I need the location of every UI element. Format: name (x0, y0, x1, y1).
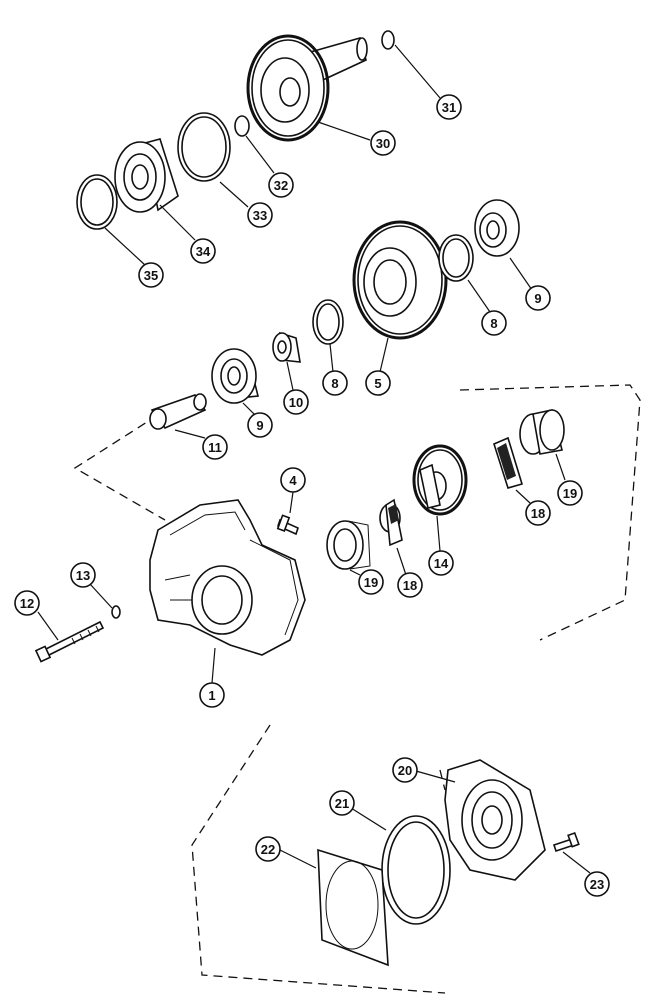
svg-text:31: 31 (442, 100, 456, 115)
callout-23: 23 (584, 871, 610, 897)
washer-13 (111, 605, 121, 619)
callout-31: 31 (436, 94, 462, 120)
upper-assembly-boundary (73, 384, 641, 641)
snap-ring-35 (76, 174, 118, 230)
svg-text:11: 11 (208, 440, 222, 455)
svg-text:23: 23 (590, 877, 604, 892)
bolt-4 (276, 514, 299, 536)
callout-5: 5 (365, 370, 391, 396)
spacer-10 (272, 331, 301, 363)
callout-8-center: 8 (322, 370, 348, 396)
bearing-cup-19-right (519, 409, 565, 455)
svg-text:18: 18 (403, 578, 417, 593)
screw-23 (552, 831, 580, 853)
svg-text:13: 13 (76, 568, 90, 583)
svg-text:14: 14 (434, 556, 449, 571)
callout-13: 13 (70, 562, 96, 588)
callout-9-left: 9 (247, 412, 273, 438)
gear-14 (412, 444, 468, 516)
svg-text:30: 30 (376, 136, 390, 151)
bearing-9-right (474, 199, 520, 257)
gear-shaft-30 (246, 34, 368, 142)
svg-text:33: 33 (253, 208, 267, 223)
bearing-cup-19-left (326, 520, 371, 570)
svg-text:5: 5 (374, 376, 381, 391)
lower-assembly-boundary (191, 724, 446, 994)
callout-1: 1 (199, 682, 225, 708)
callout-32: 32 (268, 172, 294, 198)
callout-21: 21 (329, 790, 355, 816)
callout-18-left: 18 (397, 572, 423, 598)
svg-text:21: 21 (335, 796, 349, 811)
callout-18-right: 18 (525, 500, 551, 526)
callout-22: 22 (255, 836, 281, 862)
ring-31 (381, 30, 395, 50)
callout-14: 14 (428, 550, 454, 576)
svg-text:32: 32 (274, 178, 288, 193)
bolt-12 (34, 620, 105, 663)
shaft-11 (149, 393, 207, 430)
callout-20: 20 (392, 757, 418, 783)
callout-19-right: 19 (557, 480, 583, 506)
washer-32 (234, 115, 250, 137)
svg-text:8: 8 (331, 376, 338, 391)
svg-text:35: 35 (144, 268, 158, 283)
snap-ring-8-center (312, 299, 344, 345)
callout-11: 11 (202, 434, 228, 460)
svg-text:9: 9 (256, 418, 263, 433)
callout-19-left: 19 (358, 569, 384, 595)
callout-4: 4 (280, 467, 306, 493)
svg-text:34: 34 (196, 244, 211, 259)
svg-text:10: 10 (289, 395, 303, 410)
bearing-cone-18-left (379, 498, 403, 547)
gear-5 (352, 220, 448, 340)
callout-33: 33 (247, 202, 273, 228)
svg-text:1: 1 (208, 688, 215, 703)
callout-34: 34 (190, 238, 216, 264)
housing-1 (149, 499, 306, 656)
svg-text:12: 12 (20, 596, 34, 611)
callout-35: 35 (138, 262, 164, 288)
callout-9-right: 9 (525, 285, 551, 311)
svg-text:18: 18 (531, 506, 545, 521)
svg-text:19: 19 (364, 575, 378, 590)
snap-ring-8-right (438, 234, 474, 282)
callout-30: 30 (370, 130, 396, 156)
snap-ring-33 (177, 112, 231, 182)
callout-10: 10 (283, 389, 309, 415)
svg-text:22: 22 (261, 842, 275, 857)
bearing-cone-18-right (493, 436, 524, 489)
o-ring-21 (381, 815, 451, 925)
svg-text:9: 9 (534, 291, 541, 306)
svg-text:19: 19 (563, 486, 577, 501)
callout-8-right: 8 (481, 310, 507, 336)
svg-text:8: 8 (490, 316, 497, 331)
svg-text:20: 20 (398, 763, 412, 778)
callout-12: 12 (14, 590, 40, 616)
gasket-22 (317, 848, 389, 967)
svg-text:4: 4 (289, 473, 297, 488)
cover-20 (444, 759, 546, 881)
bearing-34 (114, 138, 179, 213)
bearing-9-left (211, 348, 259, 404)
leader-lines (37, 44, 591, 874)
